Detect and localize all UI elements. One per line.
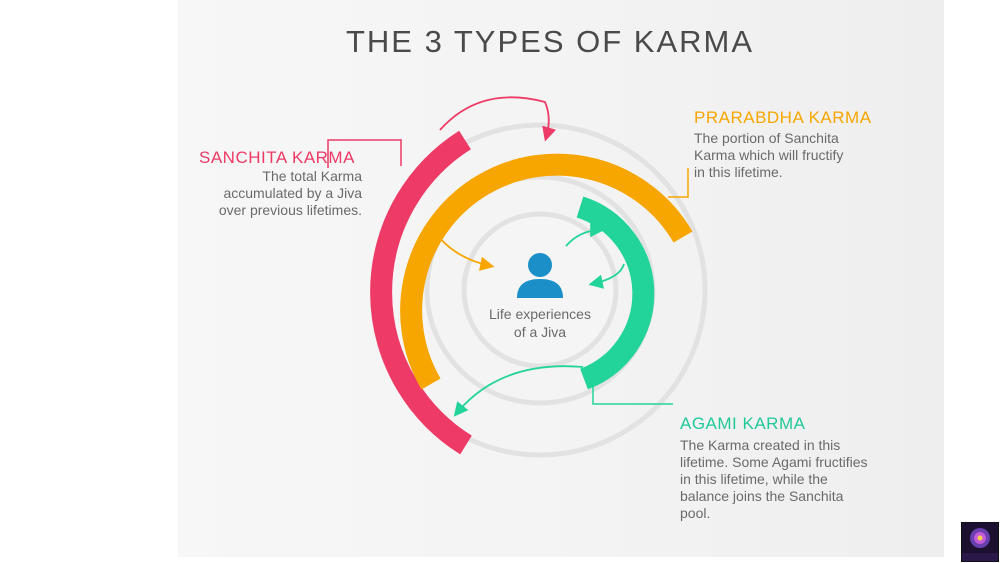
agami-line: in this lifetime, while the bbox=[680, 471, 828, 487]
center-label-line: Life experiences bbox=[489, 306, 591, 322]
center-label: Life experiences of a Jiva bbox=[470, 305, 610, 341]
center-label-line: of a Jiva bbox=[513, 324, 567, 340]
sanchita-line: The total Karma bbox=[262, 168, 362, 184]
prarabdha-connector bbox=[668, 168, 689, 198]
sanchita-line: over previous lifetimes. bbox=[218, 202, 362, 218]
prarabdha-line: Karma which will fructify bbox=[694, 147, 844, 163]
prarabdha-line: in this lifetime. bbox=[694, 164, 783, 180]
sanchita-description: The total Karma accumulated by a Jiva ov… bbox=[188, 168, 362, 219]
agami-line: balance joins the Sanchita bbox=[680, 488, 844, 504]
prarabdha-to-center-arrow bbox=[431, 227, 495, 271]
agami-to-sanchita-arrow bbox=[453, 365, 584, 417]
agami-to-center-arrow bbox=[588, 263, 625, 289]
prarabdha-description: The portion of Sanchita Karma which will… bbox=[694, 130, 884, 181]
person-icon bbox=[517, 253, 563, 298]
agami-description: The Karma created in this lifetime. Some… bbox=[680, 437, 906, 522]
prarabdha-arc bbox=[400, 153, 693, 390]
logo-emblem-icon bbox=[962, 528, 998, 561]
prarabdha-heading: PRARABDHA KARMA bbox=[694, 108, 872, 127]
agami-connector bbox=[592, 382, 673, 405]
prarabdha-line: The portion of Sanchita bbox=[694, 130, 839, 146]
agami-heading: AGAMI KARMA bbox=[680, 414, 806, 433]
agami-line: The Karma created in this bbox=[680, 437, 841, 453]
page-title: THE 3 TYPES OF KARMA bbox=[345, 24, 755, 59]
sanchita-heading: SANCHITA KARMA bbox=[199, 148, 355, 167]
agami-line: pool. bbox=[680, 505, 711, 521]
sanchita-arc bbox=[370, 130, 472, 455]
sanchita-connector bbox=[327, 139, 402, 168]
sanchita-line: accumulated by a Jiva bbox=[223, 185, 362, 201]
center-to-agami-arrow bbox=[565, 222, 605, 247]
sanchita-to-prarabdha-arrow bbox=[439, 96, 556, 142]
purna-vedanta-logo bbox=[961, 522, 999, 562]
agami-line: lifetime. Some Agami fructifies bbox=[680, 454, 868, 470]
agami-arc bbox=[576, 196, 655, 390]
